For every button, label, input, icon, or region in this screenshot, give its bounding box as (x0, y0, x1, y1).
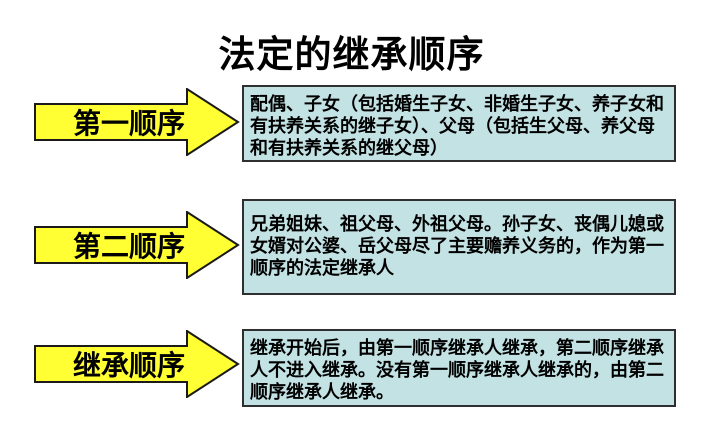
description-text-inheritance-order: 继承开始后，由第一顺序继承人继承，第二顺序继承人不进入继承。没有第一顺序继承人继… (250, 338, 664, 402)
description-text-second-order: 兄弟姐妹、祖父母、外祖父母。孙子女、丧偶儿媳或女婿对公婆、岳父母尽了主要赡养义务… (250, 214, 664, 278)
arrow-first-order: 第一顺序 (34, 88, 240, 156)
description-box-inheritance-order: 继承开始后，由第一顺序继承人继承，第二顺序继承人不进入继承。没有第一顺序继承人继… (242, 329, 676, 407)
description-box-first-order: 配偶、子女（包括婚生子女、非婚生子女、养子女和有扶养关系的继子女）、父母（包括生… (242, 85, 676, 162)
arrow-label-first-order: 第一顺序 (72, 108, 185, 139)
slide-title: 法定的继承顺序 (218, 34, 485, 75)
arrow-second-order: 第二顺序 (34, 211, 240, 279)
description-box-second-order: 兄弟姐妹、祖父母、外祖父母。孙子女、丧偶儿媳或女婿对公婆、岳父母尽了主要赡养义务… (242, 199, 676, 295)
right-arrow-icon (34, 330, 240, 398)
arrow-label-inheritance-order: 继承顺序 (72, 350, 185, 381)
right-arrow-icon (34, 211, 240, 279)
description-text-first-order: 配偶、子女（包括婚生子女、非婚生子女、养子女和有扶养关系的继子女）、父母（包括生… (250, 94, 664, 158)
arrow-label-second-order: 第二顺序 (72, 231, 185, 262)
right-arrow-icon (34, 88, 240, 156)
arrow-inheritance-order: 继承顺序 (34, 330, 240, 398)
